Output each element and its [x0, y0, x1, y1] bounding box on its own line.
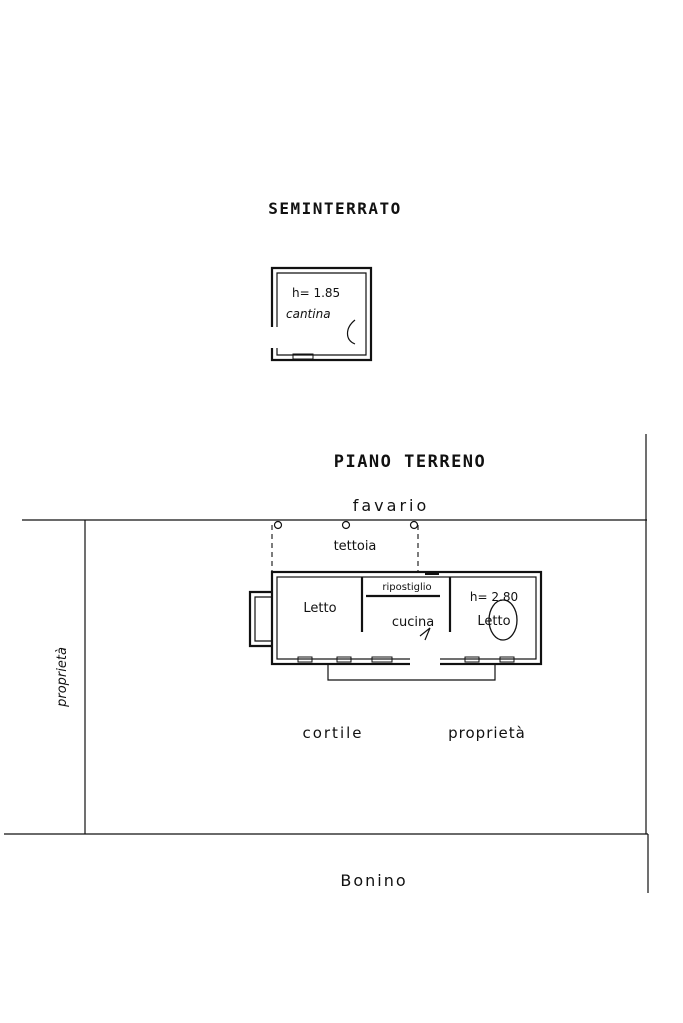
west-property-label: proprietà: [55, 647, 70, 708]
canopy-label: tettoia: [334, 539, 377, 554]
cantina-height-label: h= 1.85: [292, 286, 340, 300]
cantina-room: [270, 266, 373, 362]
courtyard-label: cortile: [302, 724, 363, 742]
room-height-label: h= 2.80: [470, 590, 518, 604]
east-property-label: proprietà: [448, 724, 526, 742]
cantina-label: cantina: [286, 307, 331, 321]
cucina-label: cucina: [392, 615, 434, 630]
letto-left-label: Letto: [303, 601, 336, 616]
basement-title: SEMINTERRATO: [268, 199, 402, 218]
house-plan: [248, 570, 543, 681]
north-neighbor-label: favario: [353, 496, 430, 515]
property-boundary: [4, 434, 649, 893]
canopy-outline: [271, 520, 419, 572]
letto-right-label: Letto: [477, 614, 510, 629]
ripostiglio-label: ripostiglio: [382, 582, 431, 593]
south-neighbor-label: Bonino: [340, 871, 407, 890]
ground-floor-title: PIANO TERRENO: [334, 452, 487, 472]
